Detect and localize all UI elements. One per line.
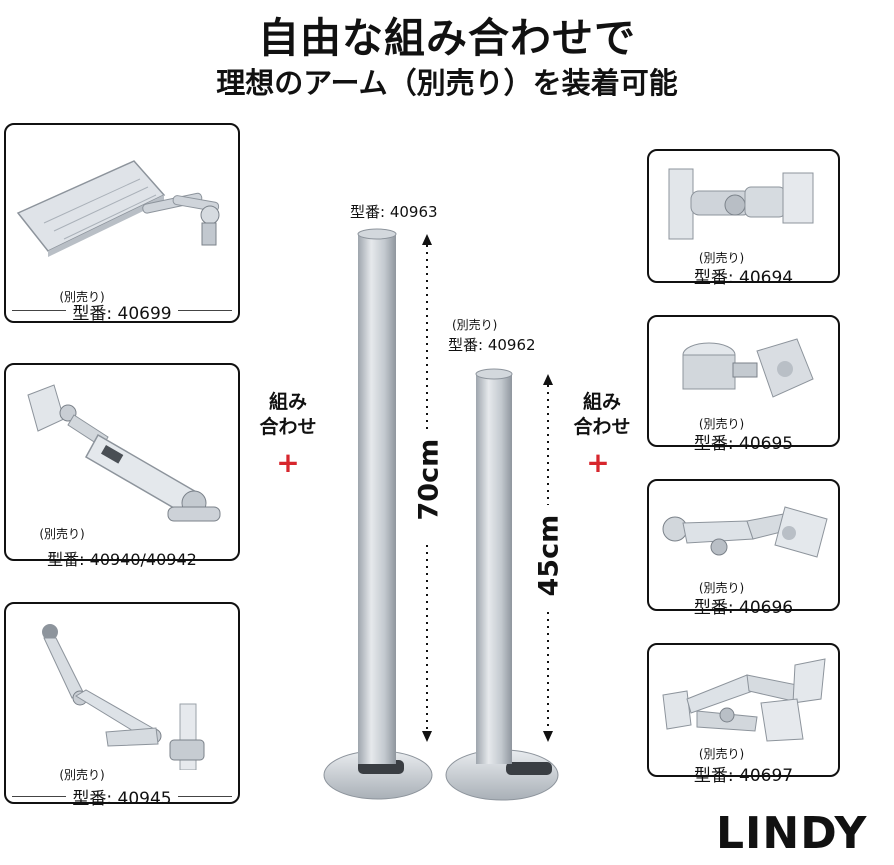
combine-label-right: 組み 合わせ [566,390,638,440]
product-card-40940: (別売り) 型番: 40940/40942 [4,363,240,569]
model-label: 型番: 40697 [693,766,794,786]
note-label: (別売り) [698,581,745,595]
pole-clamp-bracket-image [682,338,814,398]
note-label: (別売り) [39,527,85,541]
product-card-40695: (別売り) 型番: 40695 [647,315,840,454]
desk-poles-image [323,228,559,801]
product-card-40699: (別売り) 型番: 40699 [4,123,240,324]
caption-divider [178,796,232,797]
combine-line1: 組み [268,391,307,413]
model-label: 型番: 40696 [693,598,794,618]
model-label: 型番: 40940/40942 [47,550,197,569]
combine-line2: 合わせ [259,416,317,438]
gas-spring-arm-image [27,384,221,522]
page-title: 自由な組み合わせで [258,14,636,62]
short-pole-model: 型番: 40962 [448,336,536,354]
caption-divider [12,796,66,797]
double-link-arm-image [662,506,828,558]
product-card-40945: (別売り) 型番: 40945 [4,602,240,809]
combine-label-left: 組み 合わせ [252,390,324,440]
model-label: 型番: 40695 [693,434,794,454]
note-label: (別売り) [698,747,745,761]
model-label: 型番: 40945 [72,789,172,809]
product-card-40697: (別売り) 型番: 40697 [647,643,840,786]
laptop-tray-arm-image [16,160,220,257]
note-label: (別売り) [698,251,745,265]
note-label: (別売り) [59,290,105,304]
plus-icon: + [276,446,300,479]
combine-line2: 合わせ [573,416,631,438]
short-pole-note: (別売り) [452,318,498,332]
page-subtitle: 理想のアーム（別売り）を装着可能 [216,66,678,100]
tall-pole-length: 70cm [413,438,445,521]
short-pole-length: 45cm [533,514,565,597]
product-card-40694: (別売り) 型番: 40694 [647,149,840,288]
model-label: 型番: 40699 [72,304,172,324]
model-label: 型番: 40694 [693,268,794,288]
plus-icon: + [586,446,610,479]
note-label: (別売り) [59,768,105,782]
note-label: (別売り) [698,417,745,431]
product-card-40696: (別売り) 型番: 40696 [647,479,840,618]
combine-line1: 組み [582,391,621,413]
tall-pole-model: 型番: 40963 [350,203,438,221]
lindy-logo: LINDY [716,808,868,859]
long-articulating-arm-image [42,624,205,770]
short-wall-bracket-image [668,168,814,240]
caption-divider [12,310,66,311]
dual-monitor-arm-image [662,658,826,742]
caption-divider [178,310,232,311]
